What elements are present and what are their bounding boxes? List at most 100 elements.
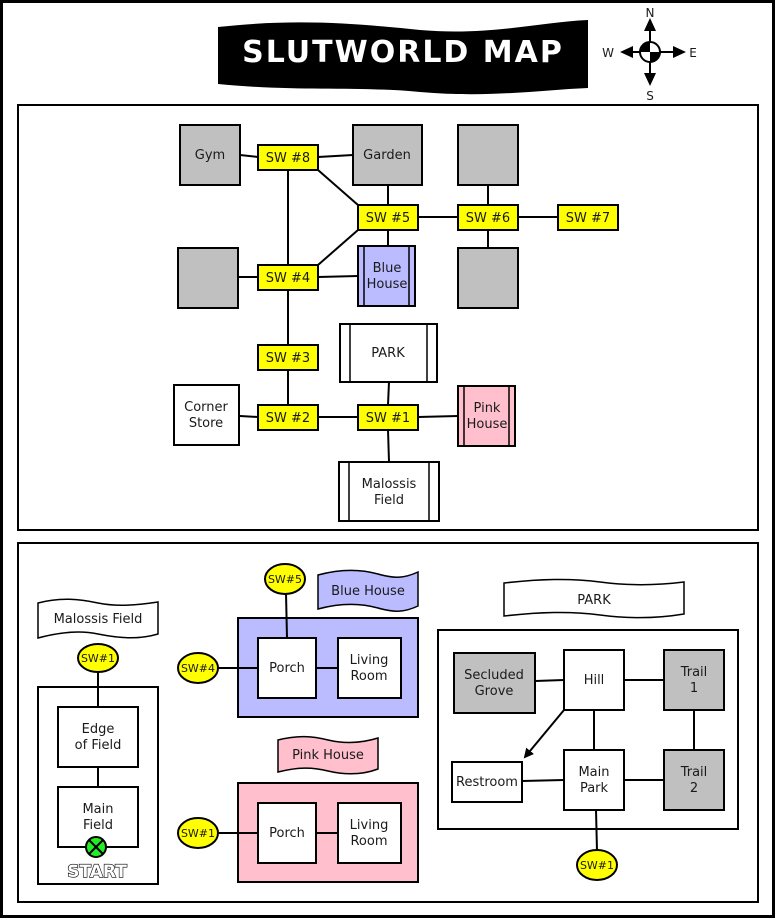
corner-store-label-line2: Store [189,416,223,431]
sidewalk-sw2[interactable]: SW #2 [257,404,319,431]
pink-house-living-label-line1: Living [350,818,389,833]
malossis-entry-sw1[interactable]: SW#1 [77,643,119,673]
blue-house-detail: Blue House SW#5 SW#4 Porch Living Room [177,563,419,718]
sidewalk-sw8[interactable]: SW #8 [257,144,319,171]
sw1-label: SW #1 [366,411,410,426]
trail2-label-line1: Trail [680,765,708,780]
location-corner-store[interactable]: Corner Store [173,384,240,446]
location-gym[interactable]: Gym [179,124,241,186]
park-room-trail-1[interactable]: Trail 1 [663,649,725,711]
hill-to-restroom-arrow-icon [523,709,565,759]
park-room-main-park[interactable]: Main Park [563,749,625,811]
sw3-label: SW #3 [266,351,310,366]
location-unknown-north-of-sw6[interactable] [457,124,519,186]
pink-house-porch-label: Porch [269,826,305,841]
park-banner-label: PARK [577,593,611,608]
pink-house-detail: Pink House SW#1 Porch Living Room [177,735,419,883]
park-room-trail-2[interactable]: Trail 2 [663,749,725,811]
sw4-label: SW #4 [266,271,310,286]
pink-house-entry-sw1-label: SW#1 [181,827,215,840]
park-room-restroom[interactable]: Restroom [451,761,523,803]
pink-house-banner [277,735,379,775]
blue-house-entry-sw5-label: SW#5 [268,573,302,586]
pink-house-entry-sw1[interactable]: SW#1 [177,817,219,849]
start-label: START [67,862,127,882]
hill-label: Hill [584,673,605,688]
location-pink-house[interactable]: Pink House [457,385,516,447]
secluded-grove-label-line1: Secluded [464,668,524,683]
garden-label: Garden [363,148,411,163]
map-title: SLUTWORLD MAP [242,35,564,70]
sidewalk-sw1[interactable]: SW #1 [357,404,419,431]
location-park[interactable]: PARK [339,323,438,383]
pink-house-room-living-room[interactable]: Living Room [337,802,402,864]
pink-house-banner-label: Pink House [292,748,364,763]
malossis-entry-sw1-label: SW#1 [81,652,115,665]
compass-south-label: S [646,89,654,103]
blue-house-entry-sw4[interactable]: SW#4 [177,652,219,684]
secluded-grove-label-line2: Grove [475,684,514,699]
park-room-hill[interactable]: Hill [563,649,625,711]
park-exit-sw1[interactable]: SW#1 [576,849,618,881]
compass-south-arrow-icon [644,73,656,86]
malossis-field-label-line2: Field [374,493,404,508]
sidewalk-sw7[interactable]: SW #7 [557,204,619,231]
location-blue-house[interactable]: Blue House [357,245,416,307]
location-malossis-field[interactable]: Malossis Field [338,461,440,522]
blue-house-banner [317,569,419,612]
location-garden[interactable]: Garden [352,124,423,186]
blue-house-room-porch[interactable]: Porch [257,637,317,699]
title-banner: SLUTWORLD MAP [218,20,588,95]
park-exit-sw1-label: SW#1 [580,859,614,872]
blue-house-banner-label: Blue House [331,584,405,599]
overview-edges [238,154,558,463]
compass-north-arrow-icon [644,18,656,31]
pink-house-room-porch[interactable]: Porch [257,802,317,864]
compass-rose: N S W E [602,6,697,103]
malossis-field-banner-label: Malossis Field [54,612,143,627]
blue-house-porch-label: Porch [269,661,305,676]
sw8-label: SW #8 [266,151,310,166]
location-unknown-south-of-sw6[interactable] [457,247,519,309]
park-room-secluded-grove[interactable]: Secluded Grove [453,652,536,714]
main-field-label-line2: Field [83,818,113,833]
sidewalk-sw6[interactable]: SW #6 [457,204,519,231]
start-marker-icon [85,836,107,858]
trail1-label-line1: Trail [680,665,708,680]
blue-house-room-living-room[interactable]: Living Room [337,637,402,699]
pink-house-living-label-line2: Room [350,834,387,849]
compass-west-label: W [602,46,614,60]
restroom-label: Restroom [456,775,518,790]
blue-house-entry-sw4-label: SW#4 [181,662,215,675]
sidewalk-sw3[interactable]: SW #3 [257,344,319,371]
malossis-field-banner [37,598,159,639]
edge-of-field-label-line1: Edge [82,722,115,737]
sw2-label: SW #2 [266,411,310,426]
sw7-label: SW #7 [566,211,610,226]
pink-house-label-line1: Pink [474,401,501,416]
compass-west-arrow-icon [620,46,633,58]
pink-house-label-line2: House [467,417,508,432]
main-park-label-line2: Park [580,781,609,796]
room-edge-of-field[interactable]: Edge of Field [57,706,139,768]
location-unknown-west-of-sw4[interactable] [177,247,239,309]
malossis-field-area [37,686,159,885]
park-banner [503,578,685,619]
sw6-label: SW #6 [466,211,510,226]
park-detail: PARK Secluded Grove Hill Trail 1 Restroo… [437,578,739,881]
blue-house-living-label-line2: Room [350,669,387,684]
malossis-field-label-line1: Malossis [362,477,417,492]
title-banner-shape [218,20,588,95]
blue-house-label-line1: Blue [373,261,402,276]
sidewalk-sw4[interactable]: SW #4 [257,264,319,291]
sw5-label: SW #5 [366,211,410,226]
sidewalk-sw5[interactable]: SW #5 [357,204,419,231]
blue-house-entry-sw5[interactable]: SW#5 [264,563,306,595]
compass-east-arrow-icon [673,46,686,58]
blue-house-label-line2: House [367,277,408,292]
gym-label: Gym [195,148,225,163]
malossis-field-detail: Malossis Field SW#1 Edge of Field Main F… [37,598,159,885]
trail1-label-line2: 1 [690,681,698,696]
corner-store-label-line1: Corner [184,400,228,415]
